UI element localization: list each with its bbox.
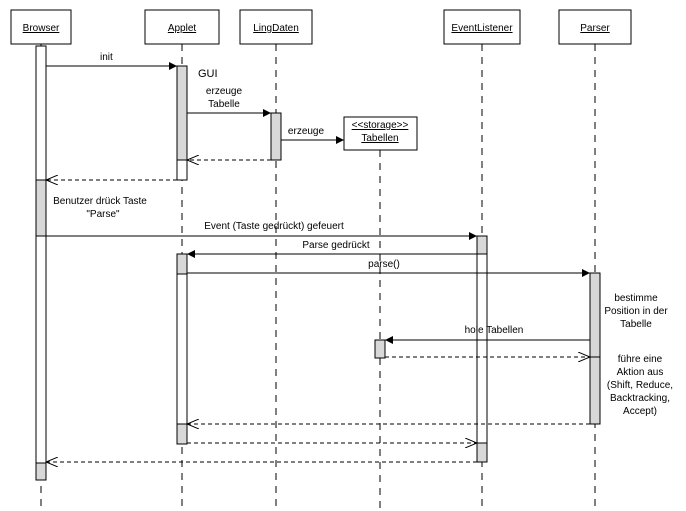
participant-browser: Browser <box>10 9 72 45</box>
activation-eventlistener-end <box>476 442 488 463</box>
note-gui: GUI <box>198 68 218 80</box>
note-fuehre-2: Aktion aus <box>617 367 664 378</box>
activation-applet-parse <box>176 253 188 445</box>
messages <box>46 62 590 462</box>
message-erzeuge-label: erzeuge <box>288 126 325 137</box>
note-bestimme-2: Position in der <box>604 306 668 317</box>
note-fuehre-1: führe eine <box>618 354 663 365</box>
note-bestimme-3: Tabelle <box>620 319 652 330</box>
participant-applet: Applet <box>144 9 220 45</box>
message-hole-tabellen-label: hole Tabellen <box>465 325 524 336</box>
participant-parser-label: Parser <box>580 23 610 34</box>
activation-eventlistener-start <box>476 235 488 255</box>
participant-eventlistener: EventListener <box>443 9 521 45</box>
message-erzeuge-tabelle-label-2: Tabelle <box>208 99 240 110</box>
note-benutzer-2: "Parse" <box>86 209 120 220</box>
participant-lingdaten: LingDaten <box>239 9 313 45</box>
activation-browser-main <box>35 45 47 481</box>
message-init-label: init <box>100 52 113 63</box>
activation-lingdaten <box>270 112 282 161</box>
storage-tabellen: <<storage>> Tabellen <box>343 116 418 151</box>
message-erzeuge-tabelle-label-1: erzeuge <box>206 86 243 97</box>
activation-browser-user <box>35 179 47 237</box>
participant-eventlistener-label: EventListener <box>451 23 513 34</box>
activation-tabellen <box>374 339 386 359</box>
activation-applet-parse-start <box>176 253 188 275</box>
activation-eventlistener <box>476 235 488 463</box>
activation-parser-bestimme <box>589 272 601 358</box>
activation-applet-parse-end <box>176 423 188 445</box>
activation-applet-gui-end <box>176 159 188 181</box>
note-fuehre-4: Backtracking, <box>610 393 670 404</box>
activations <box>35 45 601 481</box>
lifelines <box>40 44 596 511</box>
note-fuehre-3: (Shift, Reduce, <box>607 380 673 391</box>
note-bestimme-1: bestimme <box>614 293 658 304</box>
participant-parser: Parser <box>558 9 632 45</box>
storage-name: Tabellen <box>361 133 398 144</box>
activation-parser-fuehre <box>589 356 601 425</box>
note-fuehre-5: Accept) <box>623 406 657 417</box>
note-benutzer-1: Benutzer drück Taste <box>53 196 147 207</box>
message-parse-gedrueckt-label: Parse gedrückt <box>302 240 369 251</box>
participant-lingdaten-label: LingDaten <box>253 23 299 34</box>
activation-browser-end <box>35 462 47 481</box>
participant-applet-label: Applet <box>168 23 197 34</box>
participant-browser-label: Browser <box>23 23 60 34</box>
message-event-label: Event (Taste gedrückt) gefeuert <box>204 221 344 232</box>
message-parse-call-label: parse() <box>368 259 400 270</box>
storage-stereotype: <<storage>> <box>352 120 409 131</box>
